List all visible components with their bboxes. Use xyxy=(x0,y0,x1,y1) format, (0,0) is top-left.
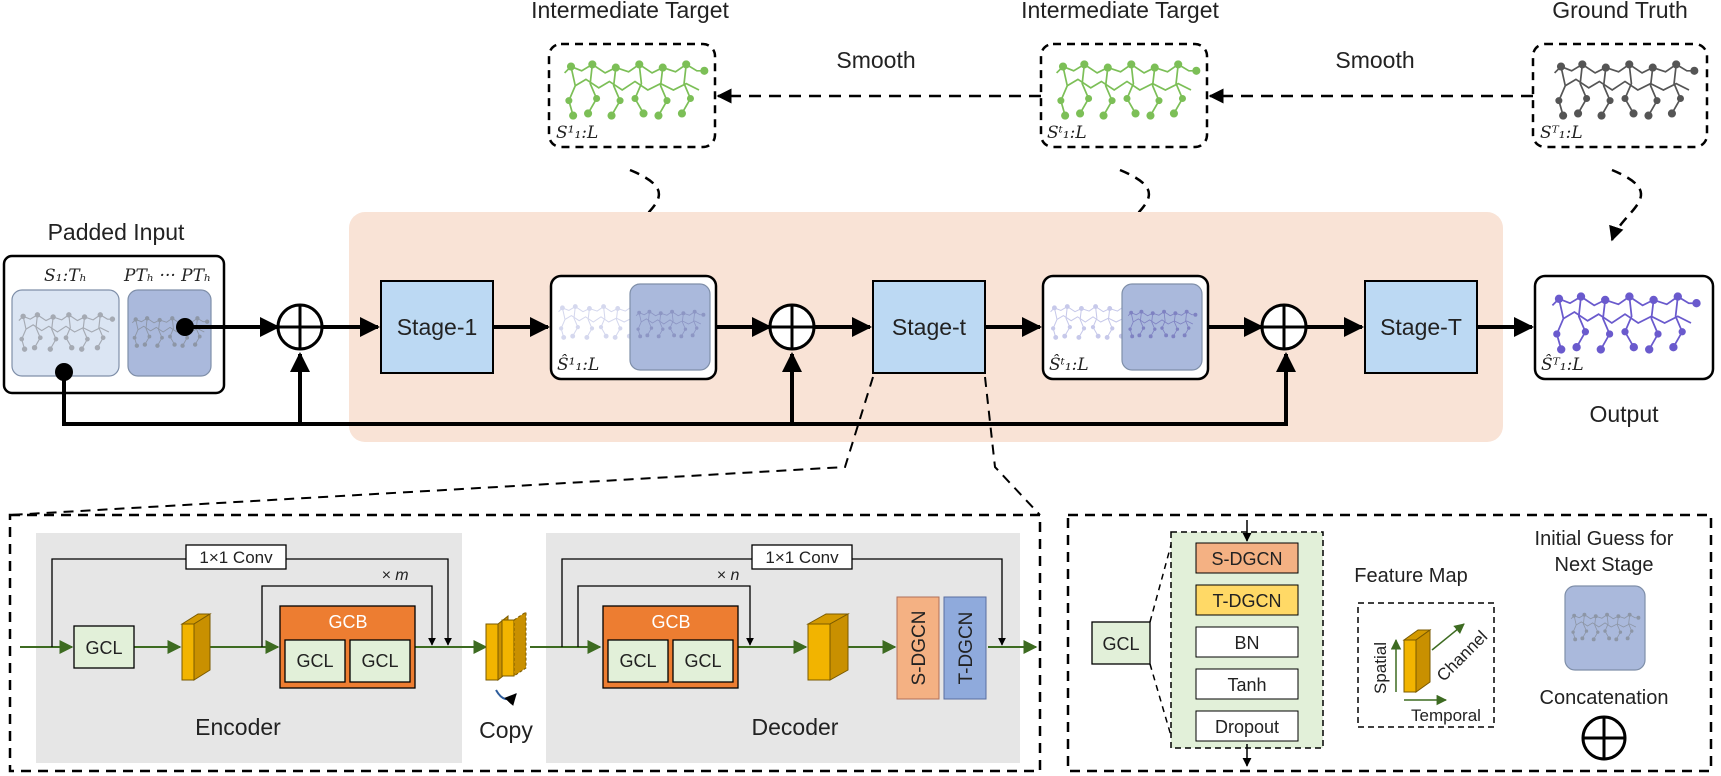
stage-1-label: Stage-1 xyxy=(397,314,478,340)
initial-guess-line2: Next Stage xyxy=(1555,554,1654,576)
legend-layer-bn: BN xyxy=(1195,626,1299,658)
legend-layer-dropout: Dropout xyxy=(1195,710,1299,742)
decoder-conv-label: 1×1 Conv xyxy=(765,548,839,567)
decoder-s-dgcn: S-DGCN xyxy=(896,596,940,700)
legend-layer-s-dgcn: S-DGCN xyxy=(1195,542,1299,574)
zoom-line-left xyxy=(9,376,874,516)
output-box: Ŝᵀ₁:L xyxy=(1533,274,1715,381)
temporal-label: Temporal xyxy=(1411,706,1481,725)
decoder-t-dgcn: T-DGCN xyxy=(943,596,987,700)
pred1-math: Ŝ¹₁:L xyxy=(557,354,599,375)
truth-math: Sᵀ₁:L xyxy=(1540,123,1583,143)
target1-label: Intermediate Target xyxy=(531,0,729,23)
supervision-arrow-3 xyxy=(1609,168,1643,242)
encoder-gcb-gcl1: GCL xyxy=(296,651,333,671)
initial-guess-line1: Initial Guess for xyxy=(1535,528,1674,550)
observed-sequence xyxy=(11,289,120,377)
decoder-title: Decoder xyxy=(752,714,839,740)
concat-1 xyxy=(276,303,324,351)
prediction-t: Ŝᵗ₁:L xyxy=(1041,274,1210,381)
decoder-gcb: GCB GCL GCL xyxy=(602,605,739,689)
stage-detail-frame xyxy=(8,513,1042,773)
copy-icon xyxy=(495,689,517,707)
intermediate-target-2: Sᵗ₁:L xyxy=(1039,42,1209,149)
target2-label: Intermediate Target xyxy=(1021,0,1219,23)
initial-guess-icon xyxy=(1564,585,1646,671)
channel-arrow xyxy=(1431,623,1465,651)
decoder-conv-box: 1×1 Conv xyxy=(751,544,853,570)
legend-layer-1: T-DGCN xyxy=(1213,591,1282,611)
padding-sequence xyxy=(127,289,212,377)
decoder-gcb-gcl1: GCL xyxy=(619,651,656,671)
decoder-gcb-label: GCB xyxy=(651,612,690,632)
legend-frame xyxy=(1066,513,1713,773)
encoder-conv-label: 1×1 Conv xyxy=(199,548,273,567)
legend-layer-4: Dropout xyxy=(1215,717,1279,737)
feature-map-icon xyxy=(1402,629,1432,693)
encoder-gcb-label: GCB xyxy=(328,612,367,632)
feature-map-label: Feature Map xyxy=(1354,565,1467,587)
concat-2 xyxy=(768,303,816,351)
target2-math: Sᵗ₁:L xyxy=(1047,123,1087,143)
encoder-feature-map xyxy=(180,613,212,681)
encoder-gcb-gcl2: GCL xyxy=(361,651,398,671)
truth-label: Ground Truth xyxy=(1552,0,1688,23)
concatenation-icon xyxy=(1581,715,1627,761)
input-math-right: PTₕ ··· PTₕ xyxy=(123,266,211,286)
decoder-s-dgcn-label: S-DGCN xyxy=(909,611,930,686)
zoom-line-right xyxy=(984,376,1041,516)
spatial-label: Spatial xyxy=(1371,642,1390,694)
smooth2-label: Smooth xyxy=(1335,47,1414,73)
output-label: Output xyxy=(1589,401,1659,427)
supervision-arrow-2 xyxy=(1116,168,1151,242)
legend-expand-top xyxy=(1149,533,1175,623)
encoder-gcl: GCL xyxy=(73,625,135,669)
legend-layer-3: Tanh xyxy=(1227,675,1266,695)
stage-1-block: Stage-1 xyxy=(380,280,494,374)
copy-feature-maps xyxy=(485,611,527,707)
predt-math: Ŝᵗ₁:L xyxy=(1049,354,1089,375)
encoder-gcl-label: GCL xyxy=(85,638,122,658)
decoder-t-dgcn-label: T-DGCN xyxy=(956,612,977,685)
output-math: Ŝᵀ₁:L xyxy=(1541,354,1584,375)
encoder-gcb: GCB GCL GCL xyxy=(279,605,416,689)
copy-label: Copy xyxy=(479,717,533,743)
prediction-1: Ŝ¹₁:L xyxy=(549,274,718,381)
stage-t-label: Stage-t xyxy=(892,314,967,340)
stage-T-label: Stage-T xyxy=(1380,314,1462,340)
encoder-title: Encoder xyxy=(195,714,281,740)
padded-input: S₁:Tₕ PTₕ ··· PTₕ xyxy=(2,254,226,395)
ground-truth: Sᵀ₁:L xyxy=(1531,42,1709,149)
legend-layer-0: S-DGCN xyxy=(1212,549,1283,569)
legend-gcl: GCL xyxy=(1091,621,1151,665)
stage-T-block: Stage-T xyxy=(1364,280,1478,374)
encoder-repeat-label: × m xyxy=(381,567,408,584)
legend-layer-2: BN xyxy=(1234,633,1259,653)
decoder-repeat-label: × n xyxy=(717,567,740,584)
concatenation-label: Concatenation xyxy=(1540,687,1669,709)
dot-input xyxy=(176,318,194,336)
legend-layer-t-dgcn: T-DGCN xyxy=(1195,584,1299,616)
padded-input-label: Padded Input xyxy=(48,219,185,245)
legend-expand-bottom xyxy=(1149,663,1175,747)
main-flow xyxy=(62,317,1534,426)
dot-skip xyxy=(55,363,73,381)
supervision-arrow-1 xyxy=(626,168,661,242)
legend-layer-tanh: Tanh xyxy=(1195,668,1299,700)
decoder-gcb-gcl2: GCL xyxy=(684,651,721,671)
encoder-conv-box: 1×1 Conv xyxy=(185,544,287,570)
target1-math: S¹₁:L xyxy=(556,123,598,143)
concat-3 xyxy=(1260,303,1308,351)
stage-t-block: Stage-t xyxy=(872,280,986,374)
smooth1-label: Smooth xyxy=(836,47,915,73)
intermediate-target-1: S¹₁:L xyxy=(547,42,717,149)
decoder-feature-map xyxy=(806,613,850,681)
legend-gcl-label: GCL xyxy=(1102,634,1139,654)
input-math-left: S₁:Tₕ xyxy=(44,266,87,286)
